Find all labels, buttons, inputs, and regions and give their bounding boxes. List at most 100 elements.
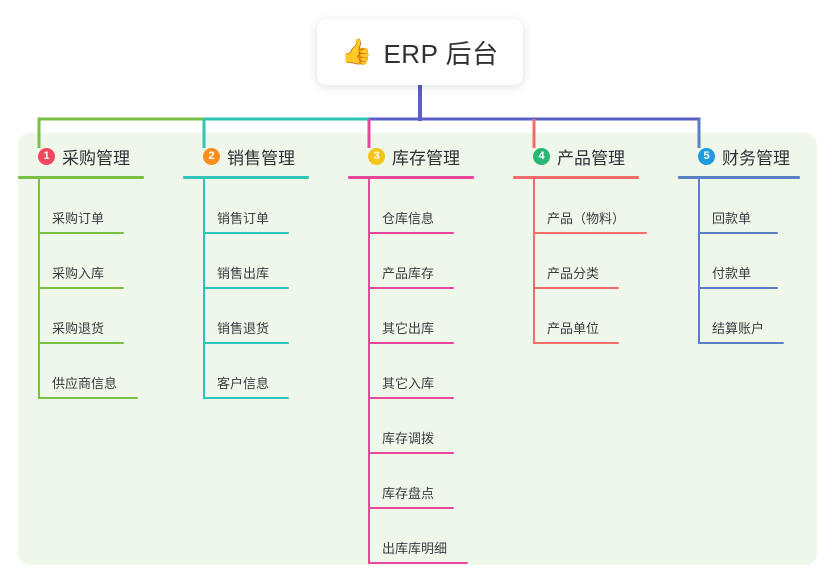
list-item-label: 结算账户 (712, 321, 765, 336)
column-items-1: 采购订单采购入库采购退货供应商信息 (18, 179, 183, 399)
list-item-rule (368, 452, 454, 454)
column-rule-1 (18, 176, 144, 179)
list-item-label: 采购退货 (52, 321, 105, 336)
list-item[interactable]: 产品（物料） (533, 179, 678, 234)
list-item[interactable]: 仓库信息 (368, 179, 513, 234)
list-item[interactable]: 库存盘点 (368, 454, 513, 509)
column-1: 1 采购管理采购订单采购入库采购退货供应商信息 (18, 143, 183, 399)
list-item-rule (368, 287, 454, 289)
list-item-rule (368, 397, 454, 399)
list-item-rule (698, 232, 778, 234)
list-item[interactable]: 采购退货 (38, 289, 183, 344)
list-item-label: 产品库存 (382, 266, 435, 281)
list-item-rule (203, 287, 289, 289)
column-items-4: 产品（物料） 产品分类产品单位 (513, 179, 678, 344)
root-node-content: 👍 ERP 后台 (341, 34, 498, 71)
column-title-4: 产品管理 (557, 148, 625, 168)
list-item-label: 采购入库 (52, 266, 105, 281)
column-spine-5 (698, 179, 700, 344)
list-item[interactable]: 采购入库 (38, 234, 183, 289)
column-4: 4 产品管理产品（物料） 产品分类产品单位 (513, 143, 678, 344)
column-rule-3 (348, 176, 474, 179)
column-header-4[interactable]: 4 产品管理 (513, 143, 678, 169)
list-item[interactable]: 结算账户 (698, 289, 817, 344)
column-items-3: 仓库信息产品库存其它出库其它入库库存调拨库存盘点出库库明细 (348, 179, 513, 564)
list-item-label: 销售退货 (217, 321, 270, 336)
column-items-2: 销售订单销售出库销售退货客户信息 (183, 179, 348, 399)
list-item-label: 其它出库 (382, 321, 435, 336)
list-item-label: 出库库明细 (382, 541, 448, 556)
list-item-label: 库存盘点 (382, 486, 435, 501)
list-item-rule (203, 342, 289, 344)
root-node[interactable]: 👍 ERP 后台 (317, 19, 523, 85)
column-header-1[interactable]: 1 采购管理 (18, 143, 183, 169)
list-item-label: 产品（物料） (547, 211, 626, 226)
thumbs-up-icon: 👍 (341, 37, 373, 66)
column-spine-1 (38, 179, 40, 399)
list-item-rule (38, 287, 124, 289)
list-item[interactable]: 销售出库 (203, 234, 348, 289)
list-item-rule (368, 342, 454, 344)
list-item-rule (368, 232, 454, 234)
column-rule-5 (678, 176, 800, 179)
list-item-rule (368, 562, 468, 564)
list-item[interactable]: 出库库明细 (368, 509, 513, 564)
list-item-label: 销售出库 (217, 266, 270, 281)
list-item-rule (533, 232, 647, 234)
column-title-2: 销售管理 (227, 148, 295, 168)
list-item[interactable]: 客户信息 (203, 344, 348, 399)
list-item-label: 其它入库 (382, 376, 435, 391)
list-item-rule (203, 397, 289, 399)
list-item-rule (698, 287, 778, 289)
list-item-rule (38, 232, 124, 234)
column-badge-2: 2 (203, 147, 220, 165)
diagram-background-panel (18, 133, 817, 565)
list-item[interactable]: 采购订单 (38, 179, 183, 234)
list-item[interactable]: 付款单 (698, 234, 817, 289)
column-header-2[interactable]: 2 销售管理 (183, 143, 348, 169)
column-title-3: 库存管理 (392, 148, 460, 168)
list-item-label: 客户信息 (217, 376, 270, 391)
column-badge-3: 3 (368, 147, 385, 165)
column-spine-3 (368, 179, 370, 564)
list-item-rule (533, 342, 619, 344)
column-title-1: 采购管理 (62, 148, 130, 168)
column-title-5: 财务管理 (722, 148, 790, 168)
list-item-label: 库存调拨 (382, 431, 435, 446)
column-items-5: 回款单付款单结算账户 (678, 179, 817, 344)
list-item[interactable]: 其它出库 (368, 289, 513, 344)
column-header-5[interactable]: 5 财务管理 (678, 143, 817, 169)
list-item[interactable]: 产品分类 (533, 234, 678, 289)
list-item-label: 产品分类 (547, 266, 600, 281)
list-item-label: 采购订单 (52, 211, 105, 226)
list-item-rule (38, 342, 124, 344)
column-3: 3 库存管理仓库信息产品库存其它出库其它入库库存调拨库存盘点出库库明细 (348, 143, 513, 564)
column-2: 2 销售管理销售订单销售出库销售退货客户信息 (183, 143, 348, 399)
column-badge-4: 4 (533, 147, 550, 165)
column-spine-2 (203, 179, 205, 399)
list-item-rule (38, 397, 138, 399)
column-header-3[interactable]: 3 库存管理 (348, 143, 513, 169)
list-item[interactable]: 销售退货 (203, 289, 348, 344)
list-item-rule (533, 287, 619, 289)
column-rule-4 (513, 176, 639, 179)
list-item-rule (203, 232, 289, 234)
list-item[interactable]: 库存调拨 (368, 399, 513, 454)
column-rule-2 (183, 176, 309, 179)
column-5: 5 财务管理回款单付款单结算账户 (678, 143, 817, 344)
list-item-rule (698, 342, 784, 344)
list-item[interactable]: 产品库存 (368, 234, 513, 289)
list-item-label: 回款单 (712, 211, 752, 226)
list-item[interactable]: 供应商信息 (38, 344, 183, 399)
list-item[interactable]: 其它入库 (368, 344, 513, 399)
column-spine-4 (533, 179, 535, 344)
list-item-label: 销售订单 (217, 211, 270, 226)
column-badge-1: 1 (38, 147, 55, 165)
list-item[interactable]: 销售订单 (203, 179, 348, 234)
list-item-label: 供应商信息 (52, 376, 118, 391)
column-badge-5: 5 (698, 147, 715, 165)
list-item-label: 仓库信息 (382, 211, 435, 226)
list-item[interactable]: 回款单 (698, 179, 817, 234)
list-item[interactable]: 产品单位 (533, 289, 678, 344)
